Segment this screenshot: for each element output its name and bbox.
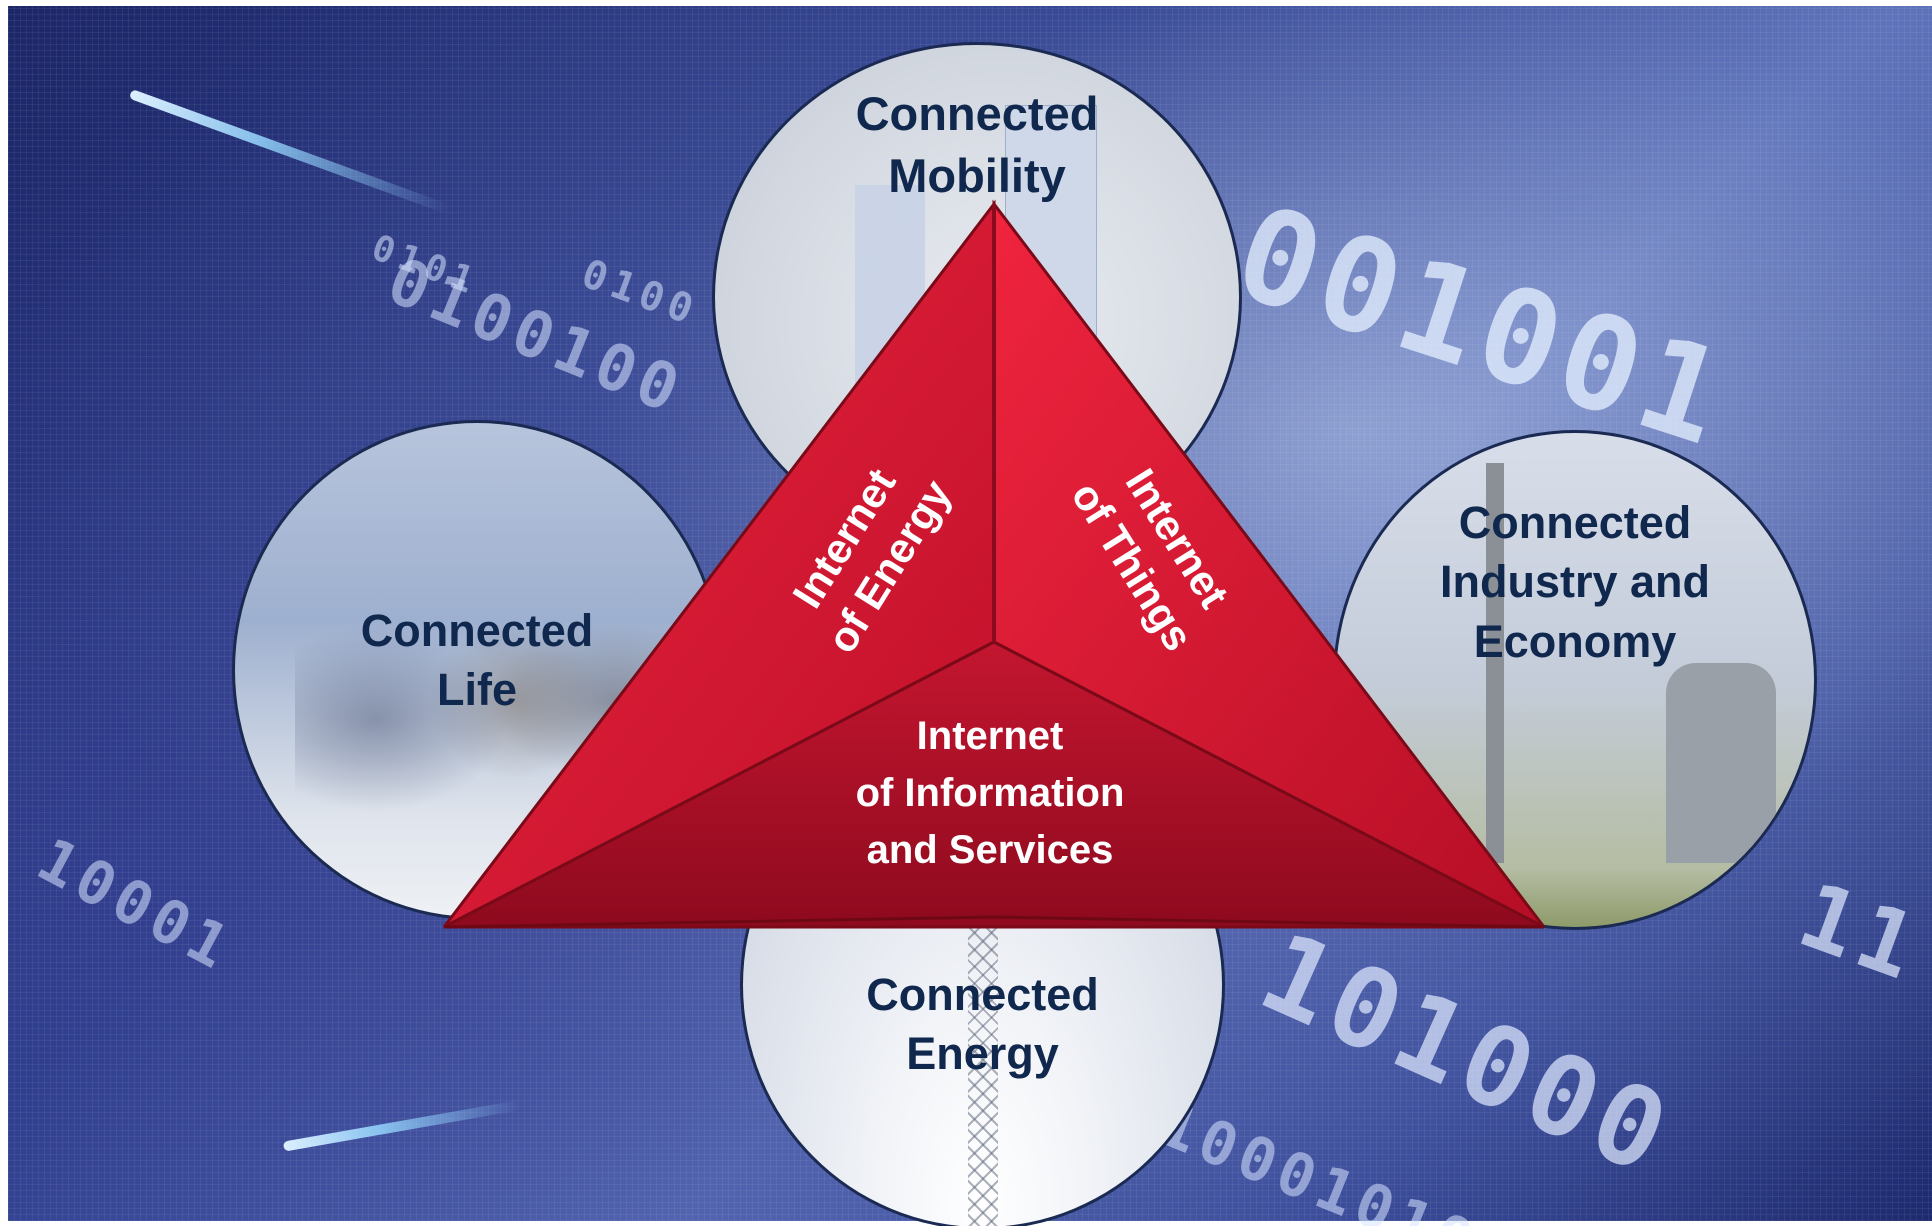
internet-of-information-services-label: Internet of Information and Services: [855, 714, 1125, 872]
connected-energy-label: Connected Energy: [866, 969, 1099, 1080]
base-edge: [443, 915, 1545, 929]
connected-industry-economy-label: Connected Industry and Economy: [1439, 497, 1711, 667]
cooling-tower-icon: [1666, 663, 1776, 863]
chimney-icon: [1486, 463, 1504, 863]
information-face: [443, 640, 1545, 929]
connected-life-label: Connected Life: [360, 605, 594, 716]
connected-mobility-label: Connected Mobility: [855, 87, 1099, 203]
